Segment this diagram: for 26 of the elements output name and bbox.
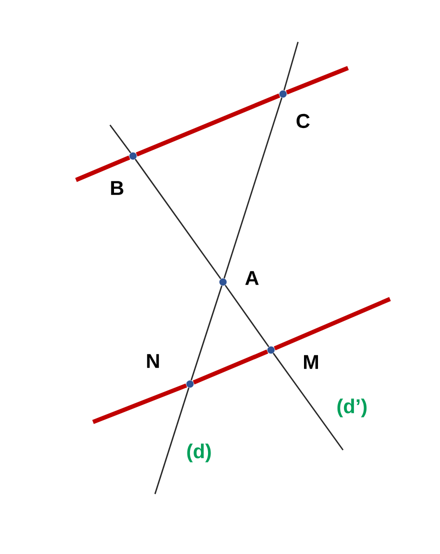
point-dot [279,90,287,98]
line [154,388,190,494]
point-label: N [147,354,159,368]
line [134,158,222,280]
point-dot [129,152,137,160]
line [274,297,391,350]
point-dot [186,380,194,388]
point-label: C [296,114,310,128]
line [286,66,349,95]
line [109,124,132,154]
line [283,42,299,90]
line [136,94,280,156]
point-dot [267,346,275,354]
point-dot [219,278,227,286]
line [224,98,282,278]
line [272,352,344,450]
point-label: A [245,271,259,285]
line [190,286,222,380]
line [92,383,188,424]
line [192,350,268,384]
line-label: (d’) [337,398,367,418]
point-label: B [111,181,124,195]
line-label: (d) [187,444,211,462]
point-label: M [304,355,318,369]
line [75,156,130,182]
line [224,284,270,348]
